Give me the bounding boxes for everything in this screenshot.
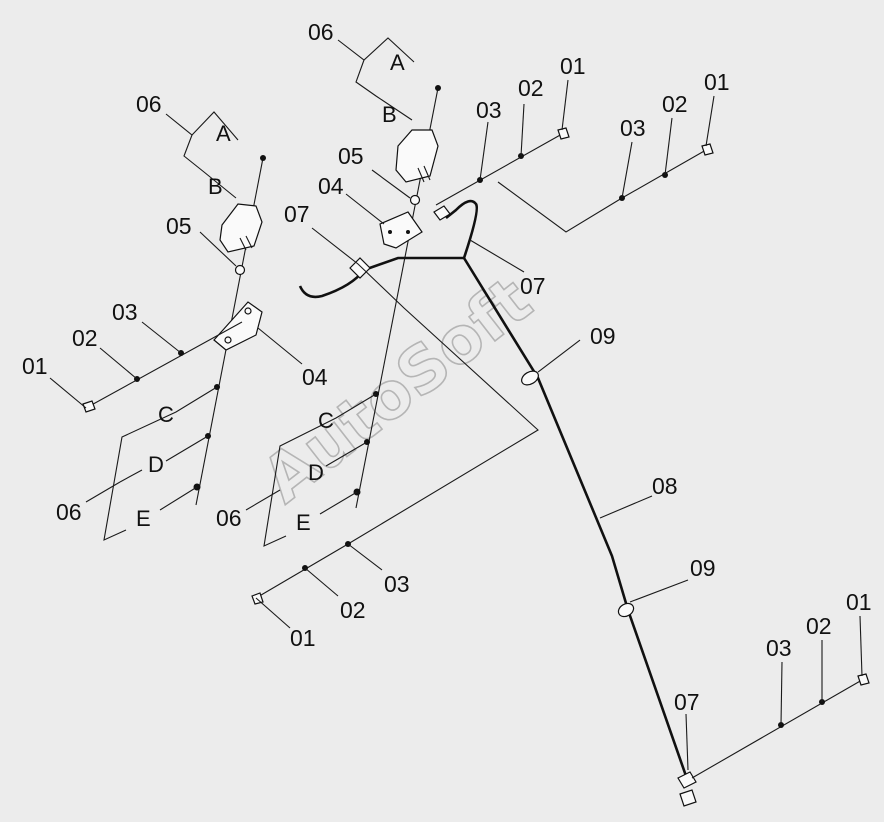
washer-part-05-left <box>234 264 246 276</box>
label-06: 06 <box>216 505 242 531</box>
washer-part-05-center <box>409 194 421 206</box>
label-07: 07 <box>520 273 546 299</box>
callout-labels: 06 A B 05 03 02 01 04 C D 06 E 06 A B 05… <box>22 19 872 715</box>
fitting-part-07-lower <box>677 771 697 789</box>
label-02: 02 <box>662 91 688 117</box>
label-a: A <box>390 50 405 75</box>
label-02: 02 <box>340 597 366 623</box>
label-03: 03 <box>766 635 792 661</box>
label-09: 09 <box>590 323 616 349</box>
label-05: 05 <box>338 143 364 169</box>
hose-part-08 <box>251 95 870 807</box>
label-e: E <box>136 506 151 531</box>
label-03: 03 <box>112 299 138 325</box>
bracket-part-04-center <box>379 211 423 249</box>
label-01: 01 <box>704 69 730 95</box>
label-04: 04 <box>318 173 344 199</box>
clamp-part-09-upper <box>521 370 539 386</box>
label-06: 06 <box>136 91 162 117</box>
label-06: 06 <box>308 19 334 45</box>
clip-part-left <box>219 203 263 253</box>
label-06: 06 <box>56 499 82 525</box>
label-05: 05 <box>166 213 192 239</box>
label-04: 04 <box>302 364 328 390</box>
label-08: 08 <box>652 473 678 499</box>
label-b: B <box>208 174 223 199</box>
label-01: 01 <box>846 589 872 615</box>
label-d: D <box>148 452 164 477</box>
label-01: 01 <box>22 353 48 379</box>
left-assembly <box>49 111 303 541</box>
label-c: C <box>158 402 174 427</box>
label-02: 02 <box>72 325 98 351</box>
clip-part-center <box>395 129 439 183</box>
label-a: A <box>216 121 231 146</box>
label-07: 07 <box>284 201 310 227</box>
label-07: 07 <box>674 689 700 715</box>
label-03: 03 <box>620 115 646 141</box>
label-01: 01 <box>560 53 586 79</box>
label-02: 02 <box>806 613 832 639</box>
label-b: B <box>382 102 397 127</box>
bracket-part-04-left <box>213 301 263 351</box>
center-assembly <box>245 37 570 547</box>
label-c: C <box>318 408 334 433</box>
label-03: 03 <box>384 571 410 597</box>
label-e: E <box>296 510 311 535</box>
label-03: 03 <box>476 97 502 123</box>
label-02: 02 <box>518 75 544 101</box>
clamp-part-09-lower <box>617 602 635 618</box>
label-01: 01 <box>290 625 316 651</box>
label-09: 09 <box>690 555 716 581</box>
label-d: D <box>308 460 324 485</box>
